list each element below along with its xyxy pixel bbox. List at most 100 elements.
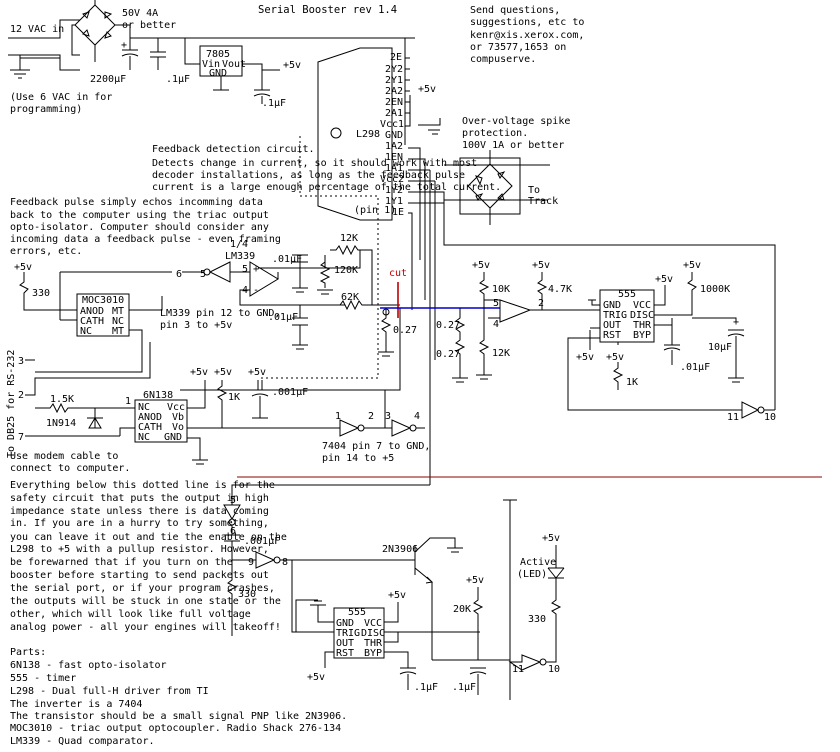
diode-1n914: 1N914 — [46, 418, 76, 429]
reg-plus5: +5v — [283, 60, 301, 71]
opto-chip — [134, 399, 188, 443]
lm339-label: 1/4 — [230, 239, 248, 250]
safety-inv-pin: 6 — [230, 526, 236, 537]
comparator-section: 1/4 LM339 + - 6 5 5 4 LM339 pin 12 to GN… — [160, 233, 417, 391]
safety-note-line: be forewarned that if you turn on the — [10, 557, 233, 568]
moc-plus5: +5v — [14, 262, 32, 273]
contact-line: or 73577,1653 on — [470, 42, 566, 53]
safety-inv-pin: 5 — [230, 495, 236, 506]
opto-pin: NC — [138, 402, 150, 413]
opto-pin1: 1 — [125, 396, 131, 407]
db25-connector: To DB25 for RS-232 3 2 7 Use modem cable… — [6, 342, 151, 474]
cmp-plus: + — [253, 264, 259, 275]
res-1000k: 1000K — [700, 284, 730, 295]
safety-note-line: you can leave it out and tie the enable … — [10, 532, 287, 543]
timer2-chip — [333, 607, 385, 659]
spike-note: Over-voltage spike — [462, 116, 570, 127]
safety-note-line: L298 to +5 with a pullup resistor. Howev… — [10, 544, 269, 555]
inv2-pin: 10 — [548, 664, 560, 675]
t1-plus5d: +5v — [606, 352, 624, 363]
contact-line: kenr@xis.xerox.com, — [470, 30, 584, 41]
comparator-note: LM339 pin 12 to GND, — [160, 308, 280, 319]
cs-pin: 4 — [493, 319, 499, 330]
current-sense: +5v +5v 10K 12K 5 4 2 4.7K 0.27 0.27 — [436, 260, 600, 383]
db25-pin: 2 — [18, 390, 24, 401]
prog-note: (Use 6 VAC in for — [10, 92, 112, 103]
inv-pin: 1 — [335, 411, 341, 422]
safety-note-line: the outputs will be stuck in one state o… — [10, 596, 281, 607]
safety-note-line: other, which will look like full voltage — [10, 609, 251, 620]
l298-pin: 1Y1 — [385, 196, 403, 207]
transistor-label: 2N3906 — [382, 544, 418, 555]
opto-pin: NC — [138, 432, 150, 443]
bridge-rectifier — [74, 4, 116, 46]
cs-plus5a: +5v — [472, 260, 490, 271]
echo-note: Feedback pulse simply echos incomming da… — [10, 197, 281, 257]
l298-pin: 1EN — [385, 152, 403, 163]
bridge-rating: or better — [122, 20, 176, 31]
res-330-moc: 330 — [32, 288, 50, 299]
l298-pin: 2EN — [385, 97, 403, 108]
cs-plus5b: +5v — [532, 260, 550, 271]
opto-pin: GND — [164, 432, 182, 443]
moc-pin: CATH — [80, 316, 104, 327]
timer2-pin: GND — [336, 618, 354, 629]
t2-plus5b: +5v — [307, 672, 325, 683]
feedback-note: Feedback detection circuit. Detects chan… — [152, 144, 501, 193]
vac-in-label: 12 VAC in — [10, 24, 64, 35]
timer2-pin: DISC — [361, 628, 385, 639]
timer2-pin: THR — [364, 638, 383, 649]
timer2-pin: TRIG — [336, 628, 360, 639]
echo-note-line: back to the computer using the triac out… — [10, 210, 269, 221]
cut-label: cut — [389, 268, 407, 279]
moc-pin: MT — [112, 326, 124, 337]
echo-note-line: opto-isolator. Computer should consider … — [10, 222, 269, 233]
timer2-pin: VCC — [364, 618, 382, 629]
safety-circuit: 5 6 .001µF 330 9 8 2N3906 555 GND TRIG O… — [223, 484, 565, 700]
db25-note: Use modem cable to — [10, 451, 118, 462]
led-label: Active — [520, 557, 556, 568]
safety-note-line: the serial port, or if your program cras… — [10, 583, 275, 594]
led-plus5: +5v — [542, 533, 560, 544]
moc-chip — [76, 293, 130, 337]
l298-pin: 2A1 — [385, 108, 403, 119]
moc-pin: MT — [112, 306, 124, 317]
l298-pin: GND — [385, 130, 403, 141]
opto-plus5a: +5v — [190, 367, 208, 378]
opto-6n138: 1.5K 1N914 6N138 1 NC ANOD CATH NC Vcc V… — [35, 367, 340, 465]
parts-line: LM339 - Quad comparator. — [10, 736, 155, 747]
cap-01-fb1: .01µF — [272, 254, 302, 265]
opto-label: 6N138 — [143, 390, 173, 401]
db25-pin: 7 — [18, 432, 24, 443]
regulator-pin: Vout — [222, 59, 246, 70]
moc-pin: NC — [112, 316, 124, 327]
cmp-pin: 5 — [200, 269, 206, 280]
moc-pin: NC — [80, 326, 92, 337]
cap-001-safety: .001µF — [244, 536, 280, 547]
l298-pin: 1E — [392, 207, 404, 218]
regulator-pin: Vin — [202, 59, 220, 70]
inverter-7404: 1 2 3 4 7404 pin 7 to GND, pin 14 to +5 — [322, 390, 430, 464]
timer1-pin: VCC — [633, 300, 651, 311]
safety-note-line: booster before starting to send packets … — [10, 570, 269, 581]
moc-pin: ANOD — [80, 306, 104, 317]
to-track: Track — [528, 196, 558, 207]
regulator-label: 7805 — [206, 49, 230, 60]
comparator-note: pin 3 to +5v — [160, 320, 232, 331]
res-1-5k: 1.5K — [50, 394, 74, 405]
cap-plus: + — [121, 40, 127, 51]
echo-note-line: Feedback pulse simply echos incomming da… — [10, 197, 263, 208]
cap-2200: 2200µF — [90, 74, 126, 85]
safety-inv-pin: 9 — [248, 557, 254, 568]
inv-pin: 4 — [414, 411, 420, 422]
res-12k-cs: 12K — [492, 348, 510, 359]
led-label: (LED) — [517, 569, 547, 580]
parts-line: 555 - timer — [10, 673, 76, 684]
opto-pin: Vb — [172, 412, 184, 423]
res-47k: 4.7K — [548, 284, 572, 295]
res-330-safety: 330 — [238, 589, 256, 600]
cs-pin: 2 — [538, 298, 544, 309]
feedback-note-line: Detects change in current, so it should … — [152, 158, 477, 169]
opto-pin: Vcc — [167, 402, 185, 413]
